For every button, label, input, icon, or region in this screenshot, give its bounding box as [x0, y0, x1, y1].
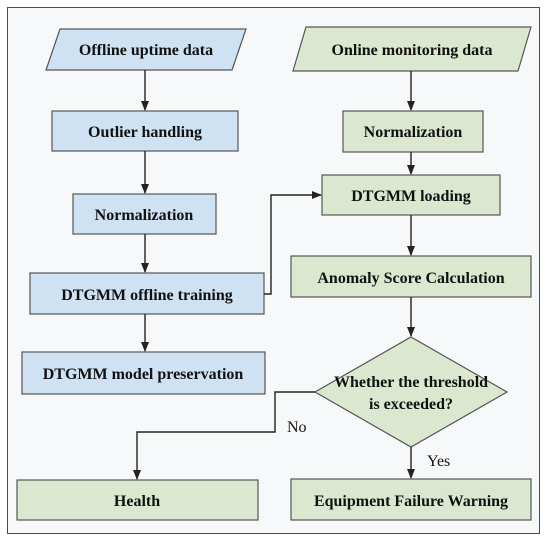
failure-warning-label: Equipment Failure Warning: [314, 493, 508, 510]
edge-label-yes: Yes: [427, 453, 450, 470]
arrow-training-to-loading: [264, 191, 322, 295]
node-threshold-decision: Whether the threshold is exceeded?: [313, 336, 509, 448]
model-preservation-label: DTGMM model preservation: [43, 366, 244, 383]
outlier-handling-label: Outlier handling: [88, 124, 202, 141]
anomaly-score-label: Anomaly Score Calculation: [317, 270, 504, 287]
online-data-label: Online monitoring data: [332, 42, 493, 59]
offline-data-label: Offline uptime data: [79, 42, 213, 59]
node-offline-training: DTGMM offline training: [29, 272, 265, 315]
offline-training-label: DTGMM offline training: [61, 287, 233, 304]
node-offline-data: Offline uptime data: [45, 28, 247, 71]
normalization-right-label: Normalization: [364, 124, 463, 141]
node-failure-warning: Equipment Failure Warning: [290, 478, 532, 521]
health-label: Health: [114, 493, 160, 510]
node-normalization-right: Normalization: [342, 110, 484, 153]
node-health: Health: [16, 479, 259, 521]
node-model-preservation: DTGMM model preservation: [21, 351, 266, 395]
node-anomaly-score: Anomaly Score Calculation: [290, 255, 532, 298]
dtgmm-loading-label: DTGMM loading: [351, 188, 471, 205]
decision-label-line1: Whether the threshold: [334, 374, 488, 391]
node-dtgmm-loading: DTGMM loading: [321, 174, 501, 216]
arrow-decision-no: [133, 391, 315, 480]
decision-label-line2: is exceeded?: [369, 396, 453, 413]
node-normalization-left: Normalization: [72, 193, 217, 235]
node-online-data: Online monitoring data: [292, 26, 532, 72]
node-outlier-handling: Outlier handling: [51, 110, 239, 152]
normalization-left-label: Normalization: [95, 207, 194, 224]
edge-label-no: No: [287, 419, 307, 436]
